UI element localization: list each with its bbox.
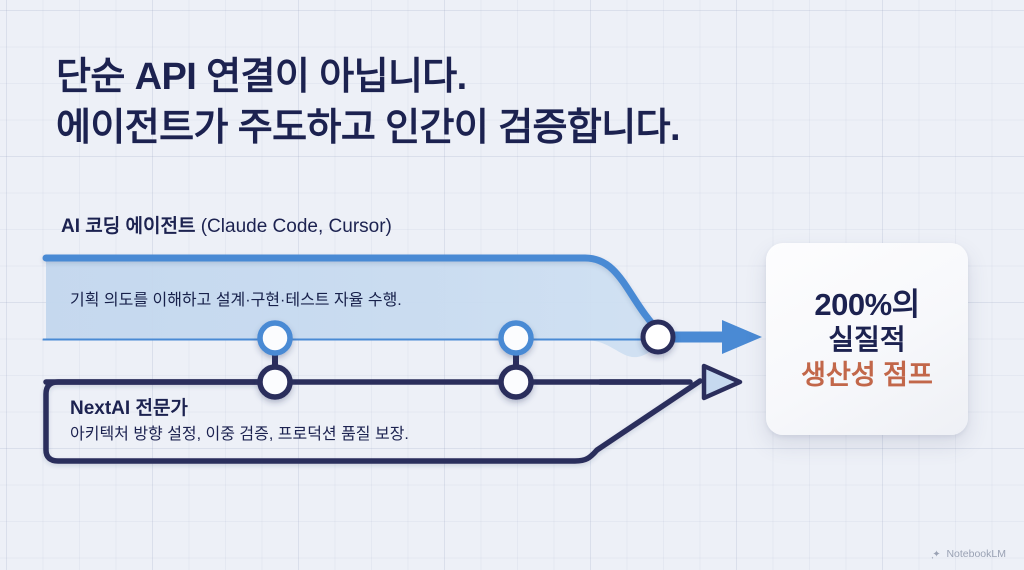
title-line-2: 에이전트가 주도하고 인간이 검증합니다.	[56, 106, 681, 149]
result-line-2: 실질적	[828, 324, 906, 356]
expert-track-title: NextAI 전문가	[70, 398, 188, 419]
expert-output-arrowhead	[701, 363, 743, 401]
agent-node-2[interactable]	[498, 320, 534, 356]
notebooklm-spark-icon	[931, 549, 941, 559]
expert-node-2[interactable]	[498, 364, 534, 400]
watermark-label: NotebookLM	[946, 548, 1006, 560]
result-line-1: 200%의	[814, 286, 920, 322]
expert-node-1[interactable]	[257, 364, 293, 400]
agent-band-bottom-stroke	[42, 335, 666, 344]
result-line-3: 생산성 점프	[801, 359, 933, 390]
expert-track-description: 아키텍처 방향 설정, 이중 검증, 프로덕션 품질 보장.	[70, 425, 409, 443]
page-title: 단순 API 연결이 아닙니다. 에이전트가 주도하고 인간이 검증합니다.	[56, 52, 916, 153]
expert-track-block: NextAI 전문가 아키텍처 방향 설정, 이중 검증, 프로덕션 품질 보장…	[70, 396, 409, 446]
agent-track-description: 기획 의도를 이해하고 설계·구현·테스트 자율 수행.	[70, 292, 402, 309]
agent-track-label-tools: (Claude Code, Cursor)	[195, 216, 392, 237]
agent-output-arrowhead	[722, 320, 762, 354]
agent-track-label: AI 코딩 에이전트 (Claude Code, Cursor)	[61, 211, 392, 238]
merge-node[interactable]	[640, 319, 676, 355]
notebooklm-watermark: NotebookLM	[931, 548, 1006, 560]
result-card: 200%의 실질적 생산성 점프	[766, 243, 968, 435]
agent-track-label-bold: AI 코딩 에이전트	[61, 216, 196, 237]
agent-node-1[interactable]	[257, 320, 293, 356]
title-line-1: 단순 API 연결이 아닙니다.	[56, 56, 467, 98]
